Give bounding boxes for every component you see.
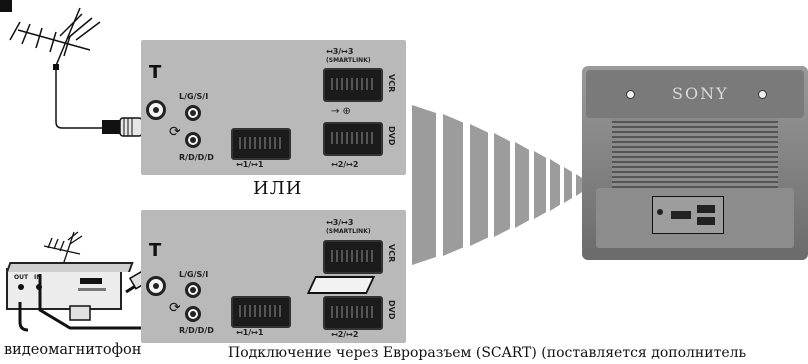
zoom-stripe (515, 142, 529, 228)
bottom-caption: Подключение через Евроразъем (SCART) (по… (228, 345, 746, 361)
headphone-label: R/D/D/D (179, 153, 214, 162)
audio-right-jack (185, 132, 201, 148)
zoom-stripe (564, 167, 572, 203)
tv-screw-left (626, 90, 635, 99)
headphone-label-bottom: R/D/D/D (179, 326, 214, 335)
tv-brand-logo: SONY (672, 84, 729, 103)
tv-rear-panel-top: T L/G/S/I ⟳ R/D/D/D ↤1/↦1 ↤3/↦3 (SMARTLI… (141, 40, 406, 175)
tv-rear-panel-bottom: T L/G/S/I ⟳ R/D/D/D ↤1/↦1 ↤3/↦3 (SMARTLI… (141, 210, 406, 343)
scart1-label: ↤1/↦1 (236, 160, 263, 169)
audio-right-jack-bottom (185, 306, 201, 322)
zoom-stripe (443, 114, 463, 256)
scart3-side-label-bottom: VCR (387, 244, 396, 262)
scart2-side-label-bottom: DVD (387, 300, 396, 319)
smartlink-arrow-icon: → ⊕ (331, 106, 351, 117)
scart2-connector (323, 122, 383, 156)
zoom-stripe (550, 159, 560, 211)
scart3-label: ↤3/↦3 (326, 47, 353, 56)
scart2-label-bottom: ↤2/↦2 (331, 330, 358, 339)
scart3-connector-bottom (323, 240, 383, 274)
scart1-label-bottom: ↤1/↦1 (236, 328, 263, 337)
zoom-stripe (470, 124, 488, 246)
scart2-connector-bottom (323, 296, 383, 330)
scart3-sublabel: (SMARTLINK) (326, 57, 371, 64)
zoom-stripe (412, 105, 436, 265)
zoom-stripe (534, 151, 546, 219)
vcr-caption: видеомагнитофон (4, 342, 141, 358)
antenna-terminal-symbol: T (149, 62, 161, 83)
scart3-side-label: VCR (387, 74, 396, 92)
audio-input-label-bottom: L/G/S/I (179, 270, 208, 279)
audio-left-jack (185, 105, 201, 121)
scart1-connector (231, 128, 291, 160)
antenna-terminal-jack-bottom (146, 276, 166, 296)
audio-left-jack-bottom (185, 282, 201, 298)
or-label: ИЛИ (253, 178, 302, 199)
tv-ventilation-grille (612, 118, 778, 188)
antenna-terminal-jack (146, 100, 166, 120)
scart3-connector (323, 68, 383, 102)
antenna-terminal-symbol-bottom: T (149, 240, 161, 261)
scart3-sublabel-bottom: (SMARTLINK) (326, 228, 371, 235)
audio-input-label: L/G/S/I (179, 92, 208, 101)
scart2-label: ↤2/↦2 (331, 160, 358, 169)
headphone-icon: ⟳ (169, 124, 181, 140)
zoom-stripe (494, 133, 510, 237)
headphone-icon-bottom: ⟳ (169, 300, 181, 316)
tv-rear-view: SONY (582, 66, 808, 260)
tv-connector-highlight (652, 196, 724, 234)
scart2-side-label: DVD (387, 126, 396, 145)
tv-screw-right (758, 90, 767, 99)
scart-plug-inserted (307, 276, 375, 294)
scart3-label-bottom: ↤3/↦3 (326, 218, 353, 227)
scart1-connector-bottom (231, 296, 291, 328)
